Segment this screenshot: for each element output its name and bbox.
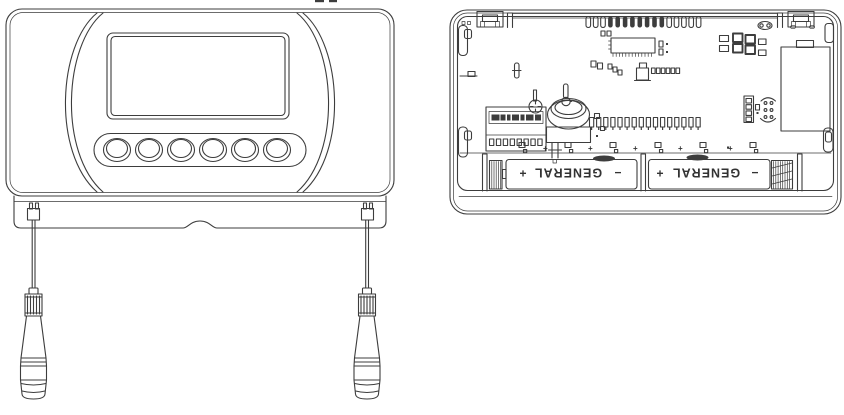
solder-plus-mark: +	[678, 144, 683, 153]
resistor-row	[650, 67, 681, 75]
device-button-4	[198, 137, 228, 163]
battery-spring-right	[770, 159, 794, 190]
terminal-screws	[488, 138, 543, 147]
battery-spring-left	[488, 159, 503, 190]
probe-cable-left	[31, 219, 36, 289]
battery-left-brand: GENERAL	[534, 166, 602, 180]
mount-slot-right	[787, 10, 815, 28]
cropped-text-remnant	[315, 0, 337, 3]
temperature-probe-right	[353, 287, 381, 400]
fiducial-marks	[757, 20, 815, 31]
capacitor-cluster	[718, 32, 767, 57]
device-button-3	[166, 137, 196, 163]
device-button-6	[262, 137, 292, 163]
solder-plus-mark: +	[633, 144, 638, 153]
vent-slot-row	[585, 15, 702, 29]
case-tab-left	[459, 70, 478, 78]
device-button-2	[134, 137, 164, 163]
battery-right-positive: +	[656, 167, 663, 181]
cable-hook-left	[26, 202, 41, 221]
relay-compartment	[780, 39, 831, 132]
front-panel-arc-right	[296, 12, 336, 193]
crystal-component	[633, 62, 652, 82]
front-panel-arc-left	[64, 12, 104, 193]
dot-grid-connector	[759, 97, 777, 123]
mount-slot-left	[476, 10, 504, 28]
front-body-inner-outline	[9, 12, 391, 193]
battery-right-negative: −	[751, 166, 758, 180]
ic-chip	[610, 37, 656, 54]
case-outer-outline	[449, 9, 842, 215]
case-clip-right-top	[824, 22, 835, 44]
mounting-bracket	[13, 195, 387, 229]
front-view	[5, 0, 395, 400]
battery-left-negative: −	[614, 166, 621, 180]
solder-plus-mark: +	[588, 144, 593, 153]
pin-header-connector	[727, 95, 777, 149]
front-body-outline	[5, 8, 395, 197]
back-view: + + + + +	[449, 9, 842, 215]
case-clip-left-top	[457, 21, 473, 57]
button-row	[102, 137, 292, 163]
top-wall-bar	[512, 13, 778, 19]
terminal-label-text-smudge	[491, 114, 541, 121]
case-clip-left-bottom	[457, 126, 473, 158]
pcb-standoff-pin-1	[511, 62, 522, 79]
solder-pad-row: + + + + +	[518, 141, 759, 154]
case-mid-outline	[453, 12, 838, 212]
terminal-block	[485, 106, 547, 152]
battery-left-positive: +	[519, 167, 526, 181]
ic-chip-cluster	[590, 30, 681, 82]
battery-right	[647, 158, 771, 190]
solder-plus-mark: +	[728, 144, 733, 153]
screw-post	[528, 89, 543, 114]
probe-cable-right	[365, 219, 370, 289]
top-wall-post-right	[776, 12, 784, 29]
pcb-standoff-pin-2	[559, 83, 573, 107]
battery-left-nub	[501, 168, 507, 180]
temperature-probe-left	[19, 287, 48, 400]
device-button-5	[230, 137, 260, 163]
battery-compartment: + GENERAL − + GENERAL −	[459, 152, 832, 192]
solder-plus-mark: +	[543, 144, 548, 153]
latch-bump-left	[593, 155, 615, 162]
lcd-screen	[106, 32, 290, 120]
battery-right-brand: GENERAL	[672, 166, 740, 180]
cable-hook-right	[360, 202, 375, 221]
device-button-1	[102, 137, 132, 163]
button-strip	[93, 132, 307, 168]
case-clip-right-bottom	[822, 127, 834, 153]
top-wall-post-left	[506, 12, 514, 29]
diode-row	[588, 116, 701, 131]
